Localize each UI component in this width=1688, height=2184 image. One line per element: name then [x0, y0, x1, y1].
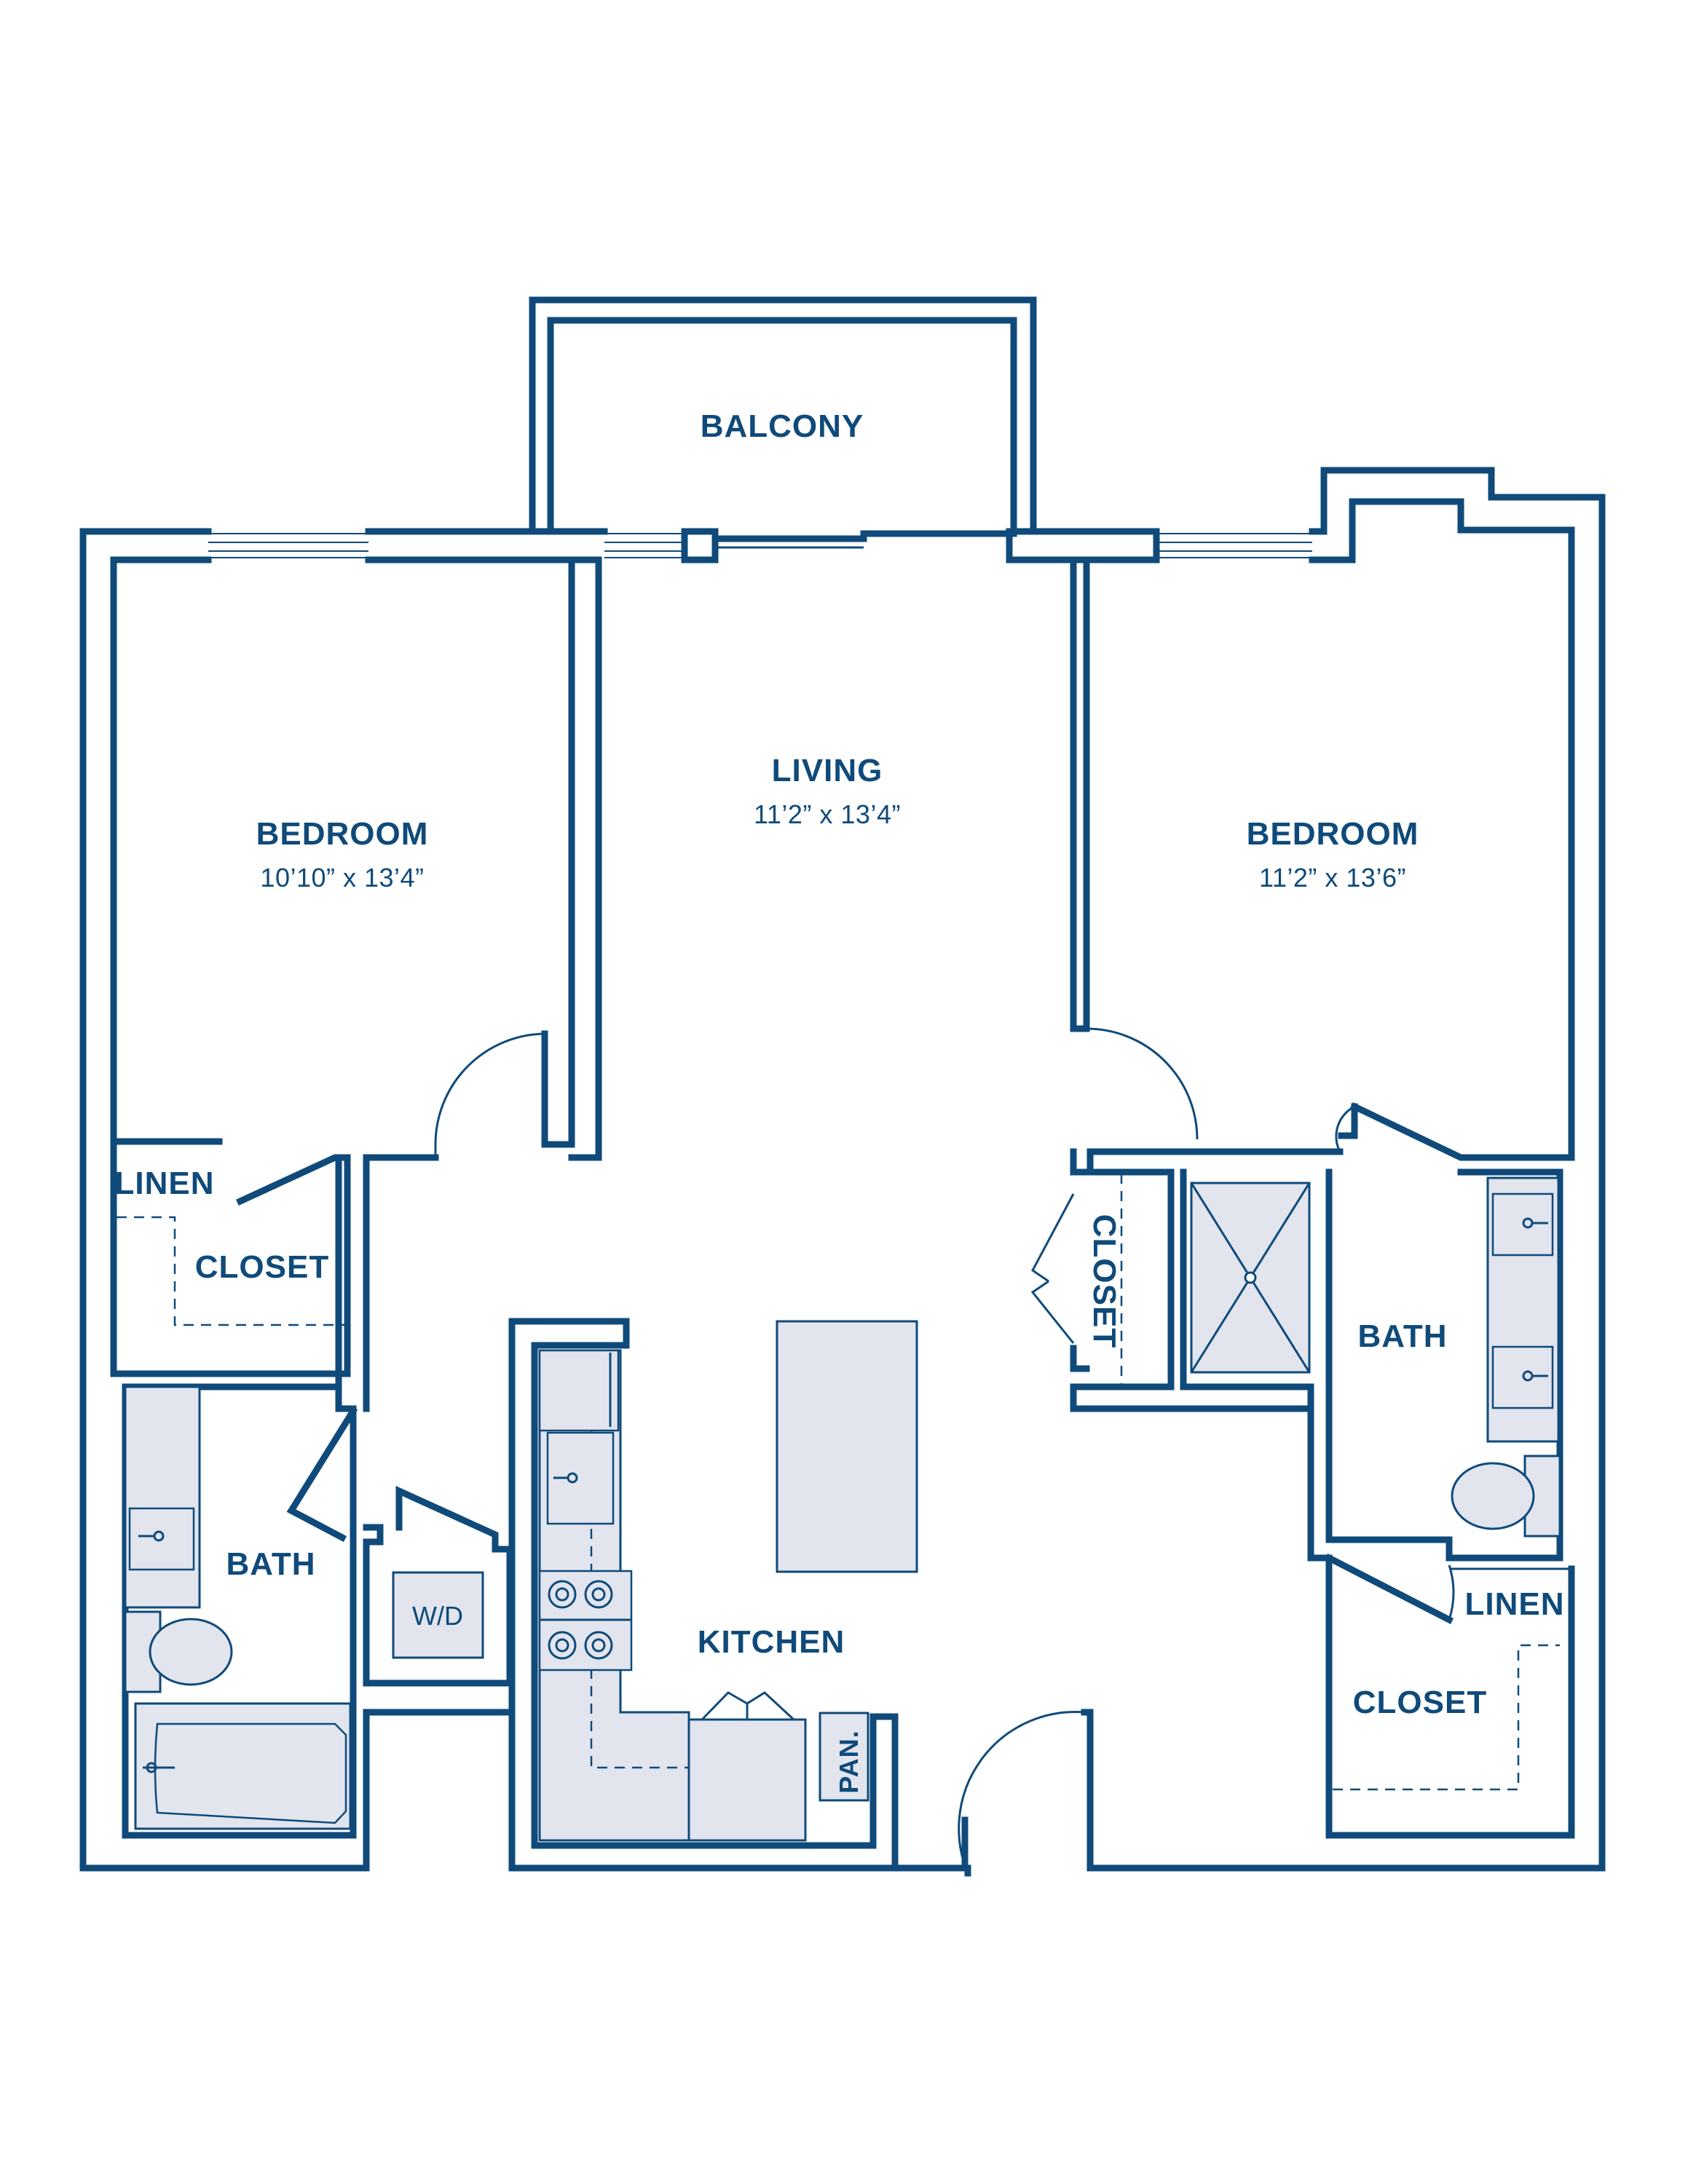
- linen-right-label: LINEN: [1465, 1586, 1565, 1622]
- bath-right: BATH: [1180, 1168, 1563, 1625]
- bedroom-left-dimensions: 10’10” x 13’4”: [260, 863, 424, 893]
- pantry-label: PAN.: [834, 1730, 864, 1793]
- bedroom-left: BEDROOM 10’10” x 13’4”: [256, 816, 429, 893]
- closet-right: LINEN CLOSET: [1325, 1554, 1575, 1839]
- exterior-walls: [79, 467, 1606, 1877]
- laundry: W/D: [363, 1486, 516, 1716]
- living-label: LIVING: [772, 753, 883, 788]
- linen-left-label: LINEN: [115, 1166, 215, 1201]
- closet-left-label: CLOSET: [195, 1249, 329, 1285]
- bath-left-label: BATH: [226, 1546, 316, 1582]
- wd-label: W/D: [412, 1601, 463, 1631]
- kitchen: PAN. KITCHEN: [531, 1318, 1094, 1874]
- bedroom-right-label: BEDROOM: [1247, 816, 1419, 852]
- bedroom-left-label: BEDROOM: [256, 816, 429, 852]
- closet-left: LINEN CLOSET: [110, 1138, 351, 1377]
- bedroom-right: BEDROOM 11’2” x 13’6”: [1070, 556, 1419, 1165]
- balcony: [529, 296, 1037, 535]
- closet-right-label: CLOSET: [1353, 1685, 1487, 1720]
- living: LIVING 11’2” x 13’4”: [754, 753, 901, 829]
- bath-left: BATH: [122, 1383, 358, 1839]
- living-dimensions: 11’2” x 13’4”: [754, 799, 901, 829]
- bedroom-right-dimensions: 11’2” x 13’6”: [1259, 863, 1406, 893]
- closet-center: CLOSET: [1030, 1148, 1333, 1562]
- balcony-label: BALCONY: [701, 408, 864, 444]
- bath-right-label: BATH: [1358, 1318, 1448, 1354]
- kitchen-label: KITCHEN: [698, 1624, 845, 1660]
- closet-center-label: CLOSET: [1086, 1214, 1122, 1348]
- bedroom-left-walls: [110, 556, 602, 1412]
